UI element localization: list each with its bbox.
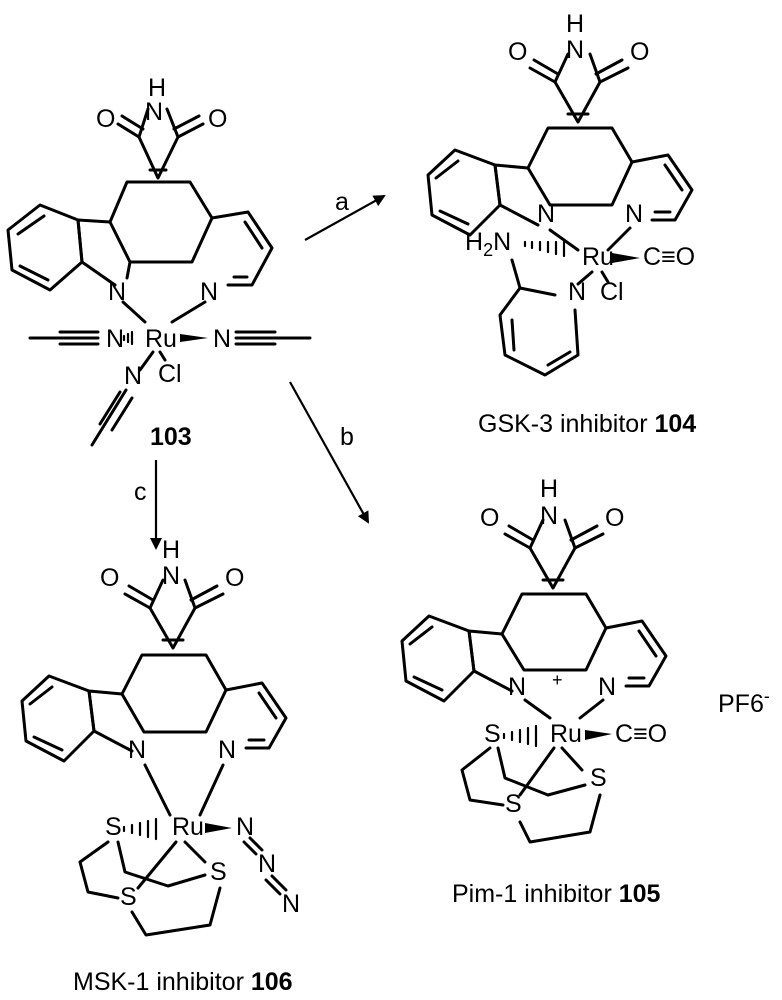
reaction-label-a: a [335, 188, 349, 216]
arrow-a: a [304, 188, 386, 241]
compound-number: 103 [150, 423, 192, 451]
atom-N: N [598, 673, 616, 701]
atom-N: N [213, 325, 231, 353]
atom-O: O [100, 564, 119, 592]
atom-O: O [480, 504, 499, 532]
atom-H: H [148, 74, 166, 102]
atom-N: N [108, 278, 126, 306]
compound-104: H N O O N N Ru H2N C≡O Cl N GSK-3 inhibi… [426, 10, 696, 438]
reaction-label-b: b [340, 423, 354, 451]
atom-Cl: Cl [158, 360, 182, 388]
atom-H: H [162, 536, 180, 564]
compound-label: MSK-1 inhibitor 106 [73, 968, 293, 996]
compound-106: H N O O N N Ru S N N N S S MSK-1 inhibit… [20, 536, 300, 996]
atom-Ru: Ru [582, 243, 614, 271]
atom-O: O [225, 564, 244, 592]
atom-N: N [128, 736, 146, 764]
atom-N: N [236, 813, 254, 841]
atom-H: H [566, 10, 584, 38]
atom-N: N [218, 736, 236, 764]
atom-CO: C≡O [615, 720, 667, 748]
atom-N: N [162, 562, 180, 590]
atom-N: N [145, 98, 163, 126]
atom-N: N [540, 502, 558, 530]
atom-N: N [625, 200, 643, 228]
counterion-PF6: PF6- [718, 686, 770, 718]
atom-N: N [566, 36, 584, 64]
atom-S: S [505, 790, 522, 818]
arrow-c: c [134, 460, 162, 550]
atom-N: N [258, 850, 276, 878]
atom-N: N [508, 673, 526, 701]
atom-N: N [537, 200, 555, 228]
atom-O: O [96, 105, 115, 133]
compound-105: H N O O N N + Ru S C≡O S S PF6- Pim-1 in… [400, 475, 770, 908]
atom-O: O [605, 504, 624, 532]
compound-label: Pim-1 inhibitor 105 [452, 880, 661, 908]
atom-H2N: H2N [465, 228, 511, 260]
atom-S: S [590, 764, 607, 792]
atom-O: O [508, 38, 527, 66]
reaction-label-c: c [134, 478, 147, 506]
atom-Ru: Ru [550, 720, 582, 748]
atom-N: N [282, 890, 300, 918]
atom-CO: C≡O [643, 243, 695, 271]
arrow-b: b [289, 381, 369, 524]
compound-label: GSK-3 inhibitor 104 [478, 410, 696, 438]
atom-S: S [210, 858, 227, 886]
atom-Ru: Ru [172, 813, 204, 841]
atom-N: N [106, 325, 124, 353]
atom-H: H [540, 475, 558, 503]
atom-Cl: Cl [600, 278, 624, 306]
atom-N: N [200, 278, 218, 306]
compound-103: H N O O N N Ru Cl N N N 103 [6, 74, 312, 451]
charge-plus: + [552, 670, 563, 690]
atom-O: O [630, 38, 649, 66]
atom-O: O [208, 105, 227, 133]
atom-N: N [124, 362, 142, 390]
atom-S: S [484, 720, 501, 748]
atom-Ru: Ru [145, 325, 177, 353]
atom-S: S [105, 813, 122, 841]
atom-S: S [120, 883, 137, 911]
atom-N: N [568, 278, 586, 306]
